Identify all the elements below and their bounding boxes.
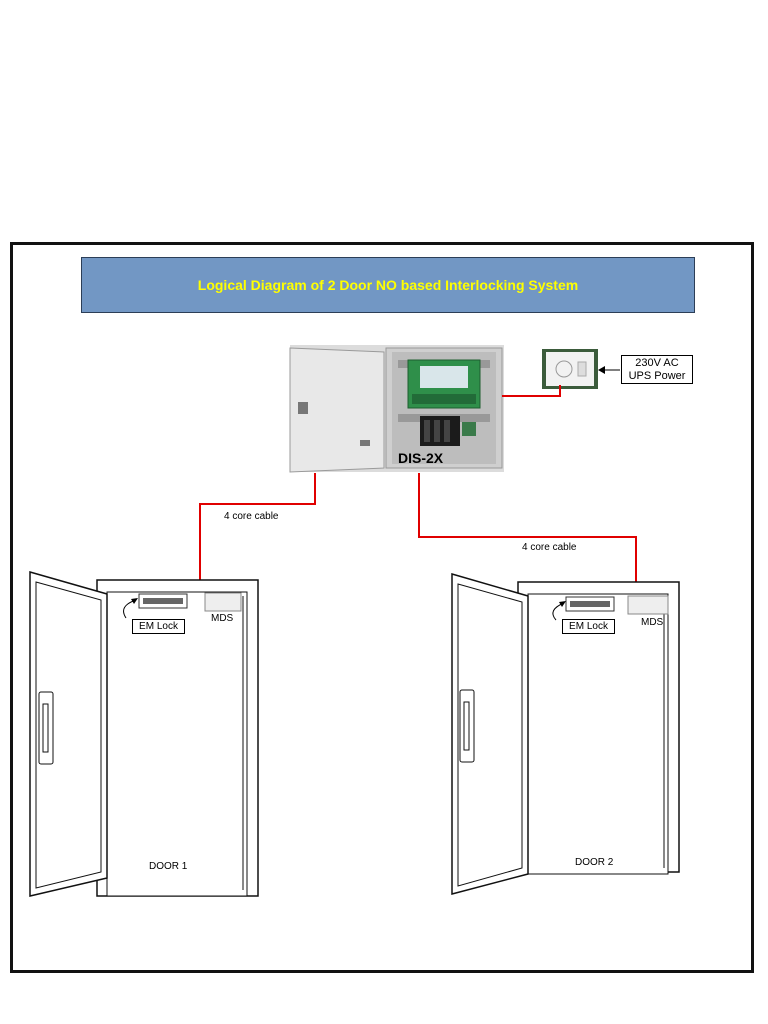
door-2-label: DOOR 2 [575, 857, 614, 868]
mds-label-door-1: MDS [211, 613, 234, 624]
controller-name: DIS-2X [398, 450, 444, 466]
em-lock-label-door-1: EM Lock [132, 619, 185, 634]
power-cable [502, 385, 561, 397]
power-label-line-1: 230V AC [635, 356, 679, 369]
power-arrow-head [598, 366, 605, 374]
cable-label-right: 4 core cable [522, 542, 577, 553]
cable-to-door-2 [418, 473, 637, 598]
cable-label-left: 4 core cable [224, 511, 279, 522]
cable-to-door-1 [199, 473, 316, 593]
door-1-label: DOOR 1 [149, 861, 188, 872]
power-label-line-2: UPS Power [628, 369, 686, 382]
title-banner: Logical Diagram of 2 Door NO based Inter… [81, 257, 695, 313]
mds-label-door-2: MDS [641, 617, 664, 628]
diagram-title: Logical Diagram of 2 Door NO based Inter… [197, 277, 579, 293]
controller-cabinet [289, 345, 504, 473]
door-1 [29, 571, 259, 897]
power-socket [542, 349, 598, 389]
power-supply-label: 230V AC UPS Power [621, 355, 693, 384]
em-lock-label-door-2: EM Lock [562, 619, 615, 634]
